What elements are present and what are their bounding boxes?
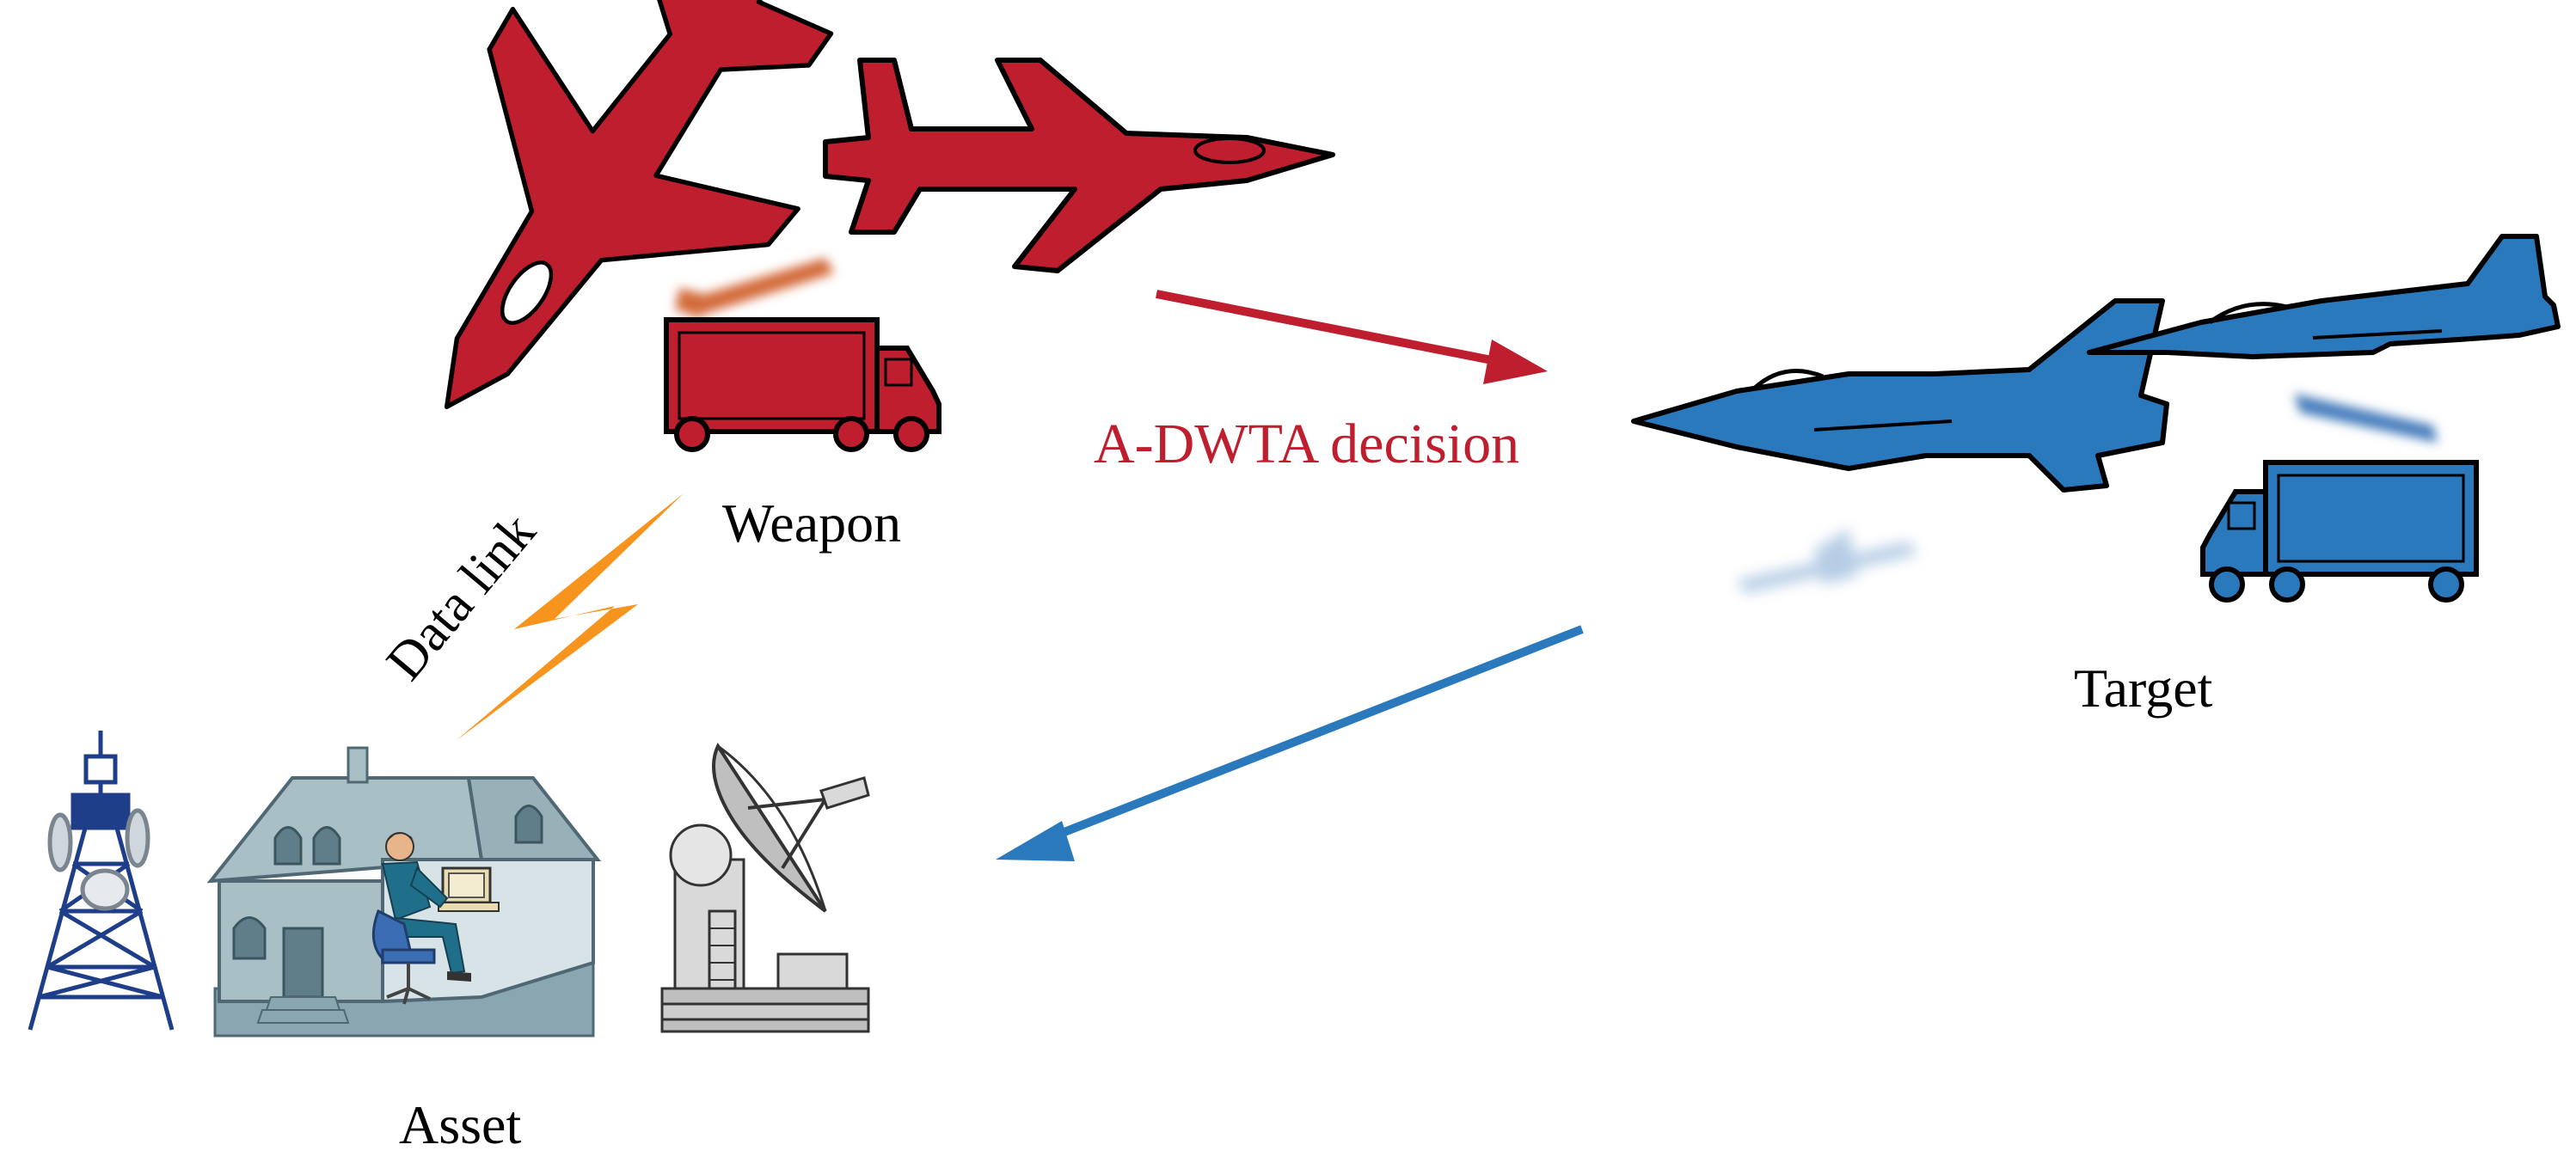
radar-ladder xyxy=(708,909,737,990)
fighter-jet-icon xyxy=(2087,234,2561,359)
radar-ladder-rungs xyxy=(709,927,735,981)
weapon-missile-tail xyxy=(675,288,714,318)
radar-dish-icon xyxy=(660,742,870,1033)
target-truck-wheel-1 xyxy=(2209,566,2245,603)
weapon-group: Weapon xyxy=(444,0,1335,554)
tower-head xyxy=(71,793,131,830)
computer-screen xyxy=(448,872,485,898)
fighter-jet-icon xyxy=(823,58,1335,273)
tower-dish-right xyxy=(125,808,150,868)
radio-tower-icon xyxy=(28,731,175,1031)
decision-arrow xyxy=(1156,290,1548,384)
weapon-truck-wheel-3 xyxy=(893,416,929,452)
return-arrow-shaft xyxy=(1047,625,1584,842)
house-door xyxy=(282,927,324,999)
house-window-3 xyxy=(514,805,543,844)
radar-side-box xyxy=(776,952,849,990)
house-chimney xyxy=(347,746,369,784)
weapon-jet-2-canopy xyxy=(1193,137,1266,164)
data-link: Data link xyxy=(376,493,684,741)
asset-group: Asset xyxy=(28,731,870,1155)
weapon-truck-wheel-1 xyxy=(674,416,710,452)
return-arrow-head xyxy=(996,821,1075,861)
target-label: Target xyxy=(2074,658,2213,719)
target-jet-b-body xyxy=(2087,234,2561,359)
chair-base xyxy=(386,963,431,1005)
tower-dish-lower xyxy=(80,868,130,911)
target-missile-2-fin xyxy=(1814,529,1857,584)
target-truck-wheel-2 xyxy=(2269,566,2305,603)
radar-reflector-face xyxy=(717,744,827,912)
decision-arrow-head xyxy=(1483,340,1548,384)
radar-base-3 xyxy=(660,1018,870,1033)
house-steps xyxy=(256,996,350,1024)
operator-arm xyxy=(409,866,449,909)
missile-icon xyxy=(675,258,834,318)
house-window-4 xyxy=(232,916,267,960)
target-missile-1 xyxy=(2294,394,2438,443)
weapon-truck-wheel-2 xyxy=(833,416,869,452)
house-window-2 xyxy=(312,826,341,866)
decision-label: A-DWTA decision xyxy=(1094,413,1519,475)
truck-icon xyxy=(2200,460,2479,603)
return-arrow xyxy=(996,625,1584,861)
tower-dish-left xyxy=(47,812,73,872)
computer-keyboard xyxy=(438,902,500,912)
data-link-label: Data link xyxy=(376,503,547,691)
weapon-truck-cargo xyxy=(664,317,880,434)
missile-icon xyxy=(1737,529,1917,593)
radar-base-2 xyxy=(660,1002,870,1021)
operator-icon xyxy=(371,832,500,1005)
radar-mount xyxy=(669,823,733,887)
target-jet-b-canopy xyxy=(2208,302,2288,325)
operator-hair xyxy=(387,833,414,842)
fighter-jet-icon xyxy=(1631,298,2169,493)
radar-reflector xyxy=(712,742,827,913)
chair-seat xyxy=(381,948,436,964)
weapon-missile-body xyxy=(696,258,834,314)
target-jet-a-canopy xyxy=(1752,369,1824,390)
target-truck-window xyxy=(2227,501,2256,530)
truck-icon xyxy=(664,317,941,452)
radar-feed-horn xyxy=(819,776,870,810)
house-icon xyxy=(206,746,602,1037)
weapon-jet-1-canopy xyxy=(500,260,554,325)
missile-icon xyxy=(2294,394,2438,443)
weapon-label: Weapon xyxy=(722,493,901,554)
weapon-jet-2-body xyxy=(823,58,1335,273)
target-group: Target xyxy=(1631,234,2561,719)
target-truck-cargo xyxy=(2263,460,2479,577)
target-truck-wheel-3 xyxy=(2428,566,2464,603)
weapon-truck-window xyxy=(884,358,913,387)
radar-base-1 xyxy=(660,987,870,1006)
target-jet-a-detail xyxy=(1813,419,1953,431)
asset-label: Asset xyxy=(399,1094,521,1155)
operator-feet xyxy=(447,971,471,982)
house-window-1 xyxy=(273,826,303,866)
target-jet-a-body xyxy=(1631,298,2169,493)
operator-head xyxy=(385,832,414,861)
tower-panel xyxy=(83,754,118,785)
weapon-truck-cargo-inner xyxy=(678,331,866,420)
target-truck-cargo-inner xyxy=(2277,474,2465,563)
target-jet-b-detail xyxy=(2312,329,2443,340)
fighter-jet-icon xyxy=(444,0,834,409)
decision-arrow-shaft xyxy=(1156,290,1497,365)
